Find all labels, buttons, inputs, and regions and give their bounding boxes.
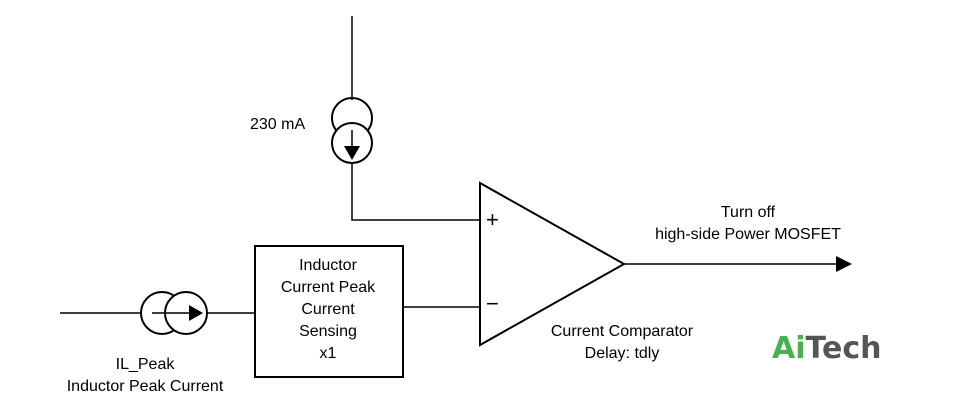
comparator-label-line1: Current Comparator bbox=[550, 323, 694, 340]
output-label-line2: high-side Power MOSFET bbox=[655, 226, 841, 243]
plus-input-wire bbox=[351, 163, 480, 221]
current-source-label: 230 mA bbox=[250, 116, 306, 133]
current-source-arrow-down-icon bbox=[344, 146, 360, 160]
output-label-line1: Turn off bbox=[720, 204, 776, 221]
il-label-line1: IL_Peak bbox=[115, 356, 175, 373]
comparator-triangle bbox=[479, 181, 627, 347]
il-label-line2: Inductor Peak Current bbox=[66, 378, 224, 395]
il-source-arrow-right-icon bbox=[189, 305, 203, 321]
sensing-label-line4: Sensing bbox=[299, 323, 357, 340]
comparator-minus-sign: − bbox=[486, 291, 499, 316]
aitech-logo: AiTech bbox=[772, 332, 881, 366]
logo-text-ai: Ai bbox=[772, 331, 806, 366]
comparator-plus-sign: + bbox=[486, 207, 499, 232]
sensing-label-line2: Current Peak bbox=[280, 279, 376, 296]
output-arrow-icon bbox=[836, 256, 852, 272]
comparator-label-line2: Delay: tdly bbox=[584, 345, 660, 362]
logo-text-tech: Tech bbox=[805, 331, 882, 366]
sensing-block bbox=[254, 245, 404, 378]
sensing-label-line5: x1 bbox=[319, 345, 337, 362]
sensing-label-line3: Current bbox=[301, 301, 355, 318]
sensing-label-line1: Inductor bbox=[299, 257, 357, 274]
